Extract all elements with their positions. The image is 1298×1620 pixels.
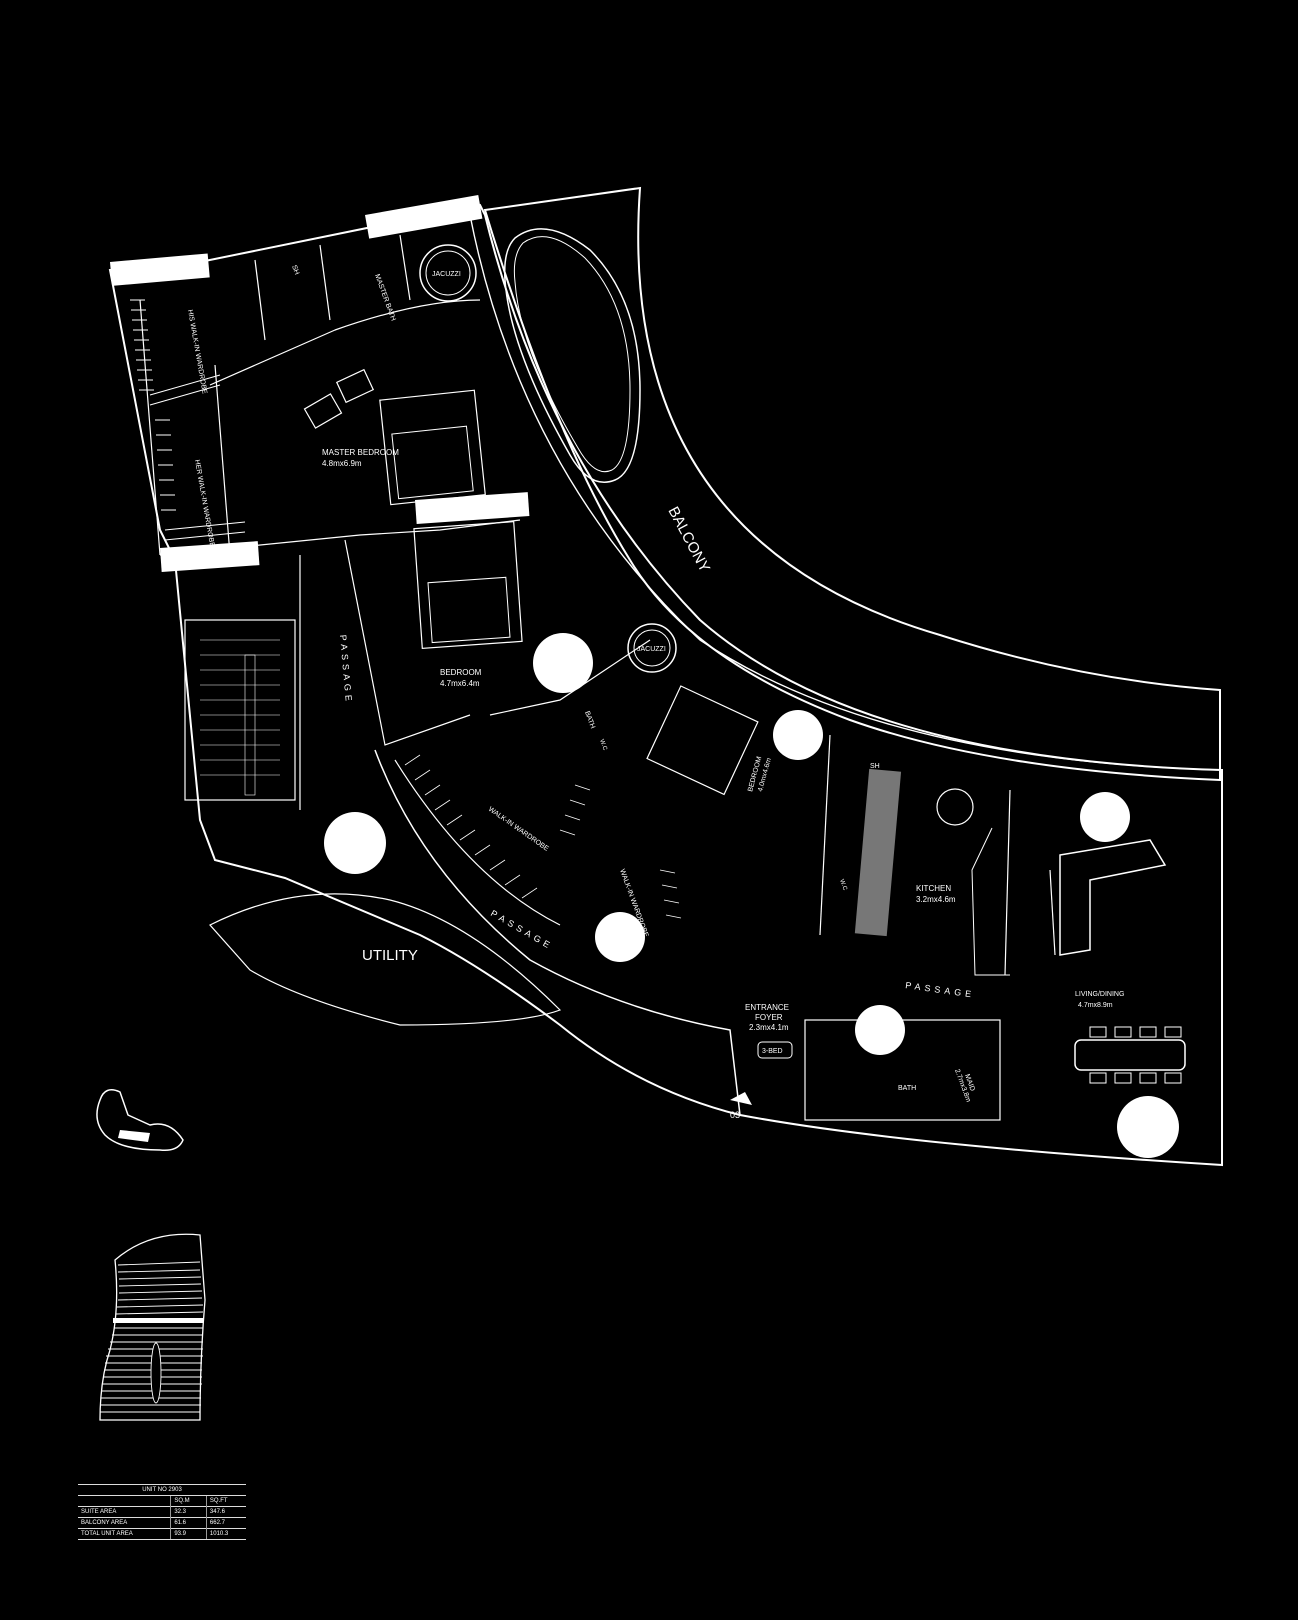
key-plan	[96, 1089, 184, 1152]
balcony-label: BALCONY	[664, 504, 713, 575]
bath-label: BATH	[583, 710, 596, 729]
sofa	[1059, 839, 1167, 956]
row-label: BALCONY AREA	[78, 1517, 171, 1529]
master-bedroom-dim: 4.8mx6.9m	[322, 459, 362, 468]
living-label: LIVING/DINING	[1075, 991, 1124, 998]
stair-treads	[200, 639, 280, 796]
her-wardrobe-label: HER WALK-IN WARDROBE	[193, 459, 215, 548]
marker-circle	[595, 912, 645, 962]
area-table-col-sqft: SQ.FT	[205, 1495, 246, 1507]
dining-table-small	[936, 788, 974, 826]
entry-marker	[730, 1092, 752, 1105]
dining-table	[1074, 1039, 1186, 1071]
master-bedroom-label: MASTER BEDROOM	[322, 448, 399, 457]
window-bar	[365, 195, 483, 239]
area-table-title: UNIT NO 2903	[78, 1484, 246, 1496]
armchair	[303, 393, 343, 429]
passage-2-label: PASSAGE	[489, 908, 555, 952]
table-row: SUITE AREA 32.3 347.6	[78, 1506, 246, 1518]
stair-core	[184, 619, 296, 801]
entrance-label: ENTRANCE	[745, 1003, 789, 1012]
bedroom-label: BEDROOM	[440, 668, 482, 677]
row-sqft: 1010.3	[205, 1528, 246, 1540]
row-label: TOTAL UNIT AREA	[78, 1528, 171, 1540]
marker-circle	[855, 1005, 905, 1055]
pool	[503, 228, 641, 483]
marker-circle	[773, 710, 823, 760]
marker-circle	[533, 633, 593, 693]
entry-number: 03	[730, 1110, 740, 1120]
passage-1-label: PASSAGE	[338, 634, 354, 705]
kitchen-counter	[854, 768, 902, 937]
wardrobe-1-label: WALK-IN WARDROBE	[487, 806, 550, 853]
kitchen-label: KITCHEN	[916, 884, 951, 893]
jacuzzi-2-label: JACUZZI	[637, 646, 666, 653]
row-label: SUITE AREA	[78, 1506, 171, 1518]
foyer-dim: 2.3mx4.1m	[749, 1023, 789, 1032]
row-sqm: 61.6	[170, 1517, 207, 1529]
window-bar	[160, 541, 260, 572]
living-dim: 4.7mx8.9m	[1078, 1002, 1113, 1009]
armchair	[335, 368, 375, 404]
area-table-col-sqm: SQ.M	[170, 1495, 207, 1507]
marker-circle	[324, 812, 386, 874]
wc-1-label: W.C	[598, 739, 608, 752]
wardrobe-hatching	[130, 299, 246, 541]
row-sqft: 347.6	[205, 1506, 246, 1518]
three-bed-label: 3-BED	[762, 1048, 783, 1055]
building-outline	[108, 203, 1223, 1167]
window-bar	[110, 253, 210, 286]
bath-2-label: BATH	[898, 1085, 916, 1092]
sh-label: SH	[290, 264, 300, 276]
sh-2-label: SH	[870, 763, 880, 770]
master-bed	[379, 389, 486, 506]
tower-elevation	[99, 1233, 206, 1421]
row-sqft: 662.7	[205, 1517, 246, 1529]
jacuzzi-1-label: JACUZZI	[432, 271, 461, 278]
balcony-inner-curve	[469, 214, 1221, 771]
marker-circle	[1117, 1096, 1179, 1158]
row-sqm: 93.9	[170, 1528, 207, 1540]
table-row: BALCONY AREA 61.6 662.7	[78, 1517, 246, 1529]
area-table: UNIT NO 2903 SQ.M SQ.FT SUITE AREA 32.3 …	[78, 1484, 246, 1540]
bedroom-bed	[413, 521, 523, 649]
bedroom-dim: 4.7mx6.4m	[440, 679, 480, 688]
kitchen-dim: 3.2mx4.6m	[916, 895, 956, 904]
row-sqm: 32.3	[170, 1506, 207, 1518]
balcony-outer-wall	[483, 186, 1221, 782]
passage-3-label: PASSAGE	[905, 980, 976, 1000]
table-row: TOTAL UNIT AREA 93.9 1010.3	[78, 1528, 246, 1540]
foyer-label: FOYER	[755, 1013, 783, 1022]
window-bar	[415, 492, 530, 524]
marker-circle	[1080, 792, 1130, 842]
jacuzzi-1	[419, 244, 477, 302]
utility-label: UTILITY	[362, 947, 418, 964]
area-table-blank	[78, 1495, 171, 1507]
bedroom-2-bed	[646, 685, 759, 796]
jacuzzi-2	[627, 623, 677, 673]
wc-2-label: W.C	[838, 879, 848, 892]
